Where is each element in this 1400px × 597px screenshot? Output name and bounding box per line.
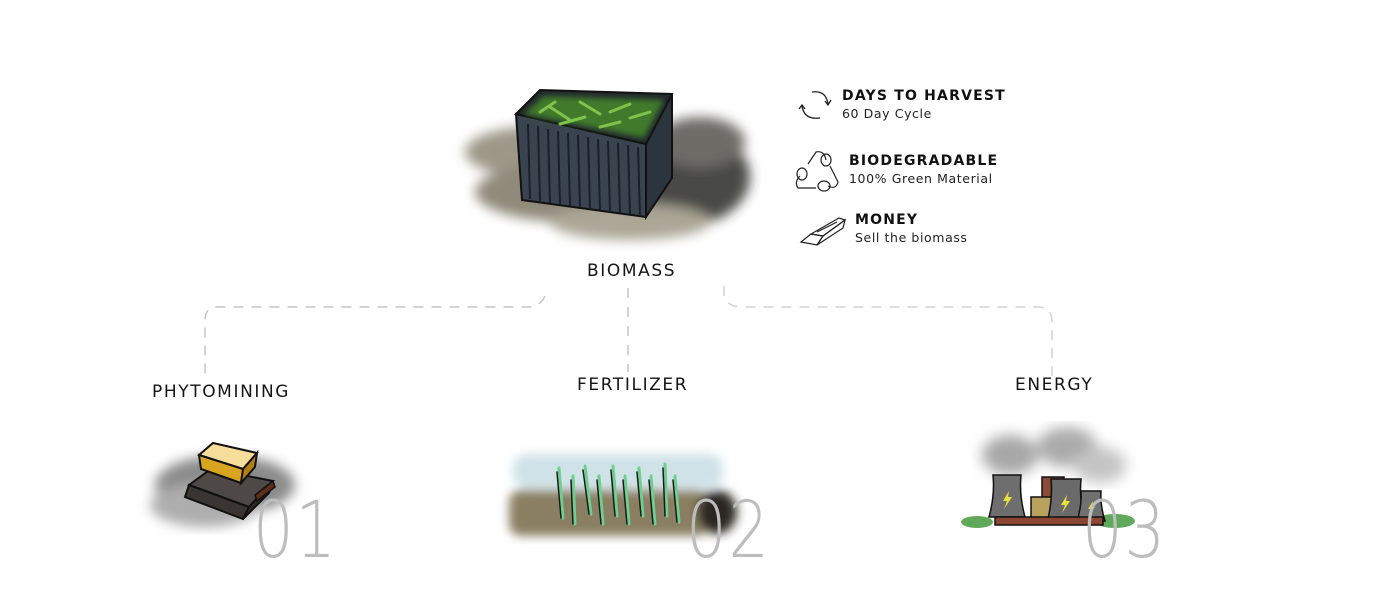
connector-energy — [723, 286, 1053, 376]
connector-phytomining — [204, 295, 546, 376]
cycle-arrows-icon — [798, 91, 832, 119]
branch-number-03: 03 — [1082, 486, 1167, 576]
branch-number-01: 01 — [253, 486, 338, 576]
branch-title-fertilizer: FERTILIZER — [577, 375, 689, 395]
gold-bars-illustration — [150, 441, 295, 527]
biomass-title: BIOMASS — [587, 261, 677, 281]
feature-title: DAYS TO HARVEST — [842, 88, 1006, 104]
branch-title-energy: ENERGY — [1015, 375, 1094, 395]
crop-field-illustration — [509, 454, 737, 536]
compost-bin-illustration — [465, 88, 750, 240]
feature-title: MONEY — [855, 212, 919, 228]
feature-subtitle: Sell the biomass — [855, 230, 968, 245]
gold-bar-icon — [799, 217, 847, 246]
recycle-leaves-icon — [795, 151, 839, 192]
branch-title-phytomining: PHYTOMINING — [152, 382, 291, 402]
feature-subtitle: 60 Day Cycle — [842, 106, 932, 121]
feature-subtitle: 100% Green Material — [849, 171, 993, 186]
power-plant-illustration — [961, 427, 1135, 528]
feature-title: BIODEGRADABLE — [849, 153, 999, 169]
branch-number-02: 02 — [686, 486, 771, 576]
